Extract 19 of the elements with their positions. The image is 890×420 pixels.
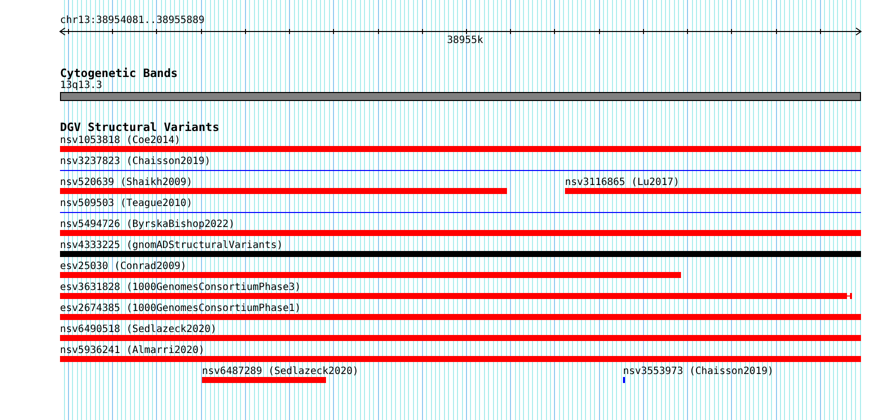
track-heading: DGV Structural Variants: [60, 121, 220, 134]
variant-label: nsv1053818 (Coe2014): [60, 135, 180, 146]
tick-label: 38955k: [447, 35, 484, 46]
variant-label: nsv6487289 (Sedlazeck2020): [202, 366, 359, 377]
region-label: chr13:38954081..38955889: [60, 15, 204, 26]
variant-label: nsv6490518 (Sedlazeck2020): [60, 324, 217, 335]
variant-label: nsv3116865 (Lu2017): [565, 177, 680, 188]
band-label: 13q13.3: [60, 80, 102, 91]
variant-label: nsv509503 (Teague2010): [60, 198, 192, 209]
variant-label: nsv3553973 (Chaisson2019): [623, 366, 774, 377]
variant-label: nsv5936241 (Almarri2020): [60, 345, 204, 356]
variant-label: nsv4333225 (gnomADStructuralVariants): [60, 240, 283, 251]
variant-label: nsv3237823 (Chaisson2019): [60, 156, 211, 167]
variant-label: esv2674385 (1000GenomesConsortiumPhase1): [60, 303, 301, 314]
track-heading: Cytogenetic Bands: [60, 67, 178, 80]
variant-label: esv3631828 (1000GenomesConsortiumPhase3): [60, 282, 301, 293]
variant-label: esv25030 (Conrad2009): [60, 261, 186, 272]
variant-label: nsv520639 (Shaikh2009): [60, 177, 192, 188]
variant-label: nsv5494726 (ByrskaBishop2022): [60, 219, 235, 230]
